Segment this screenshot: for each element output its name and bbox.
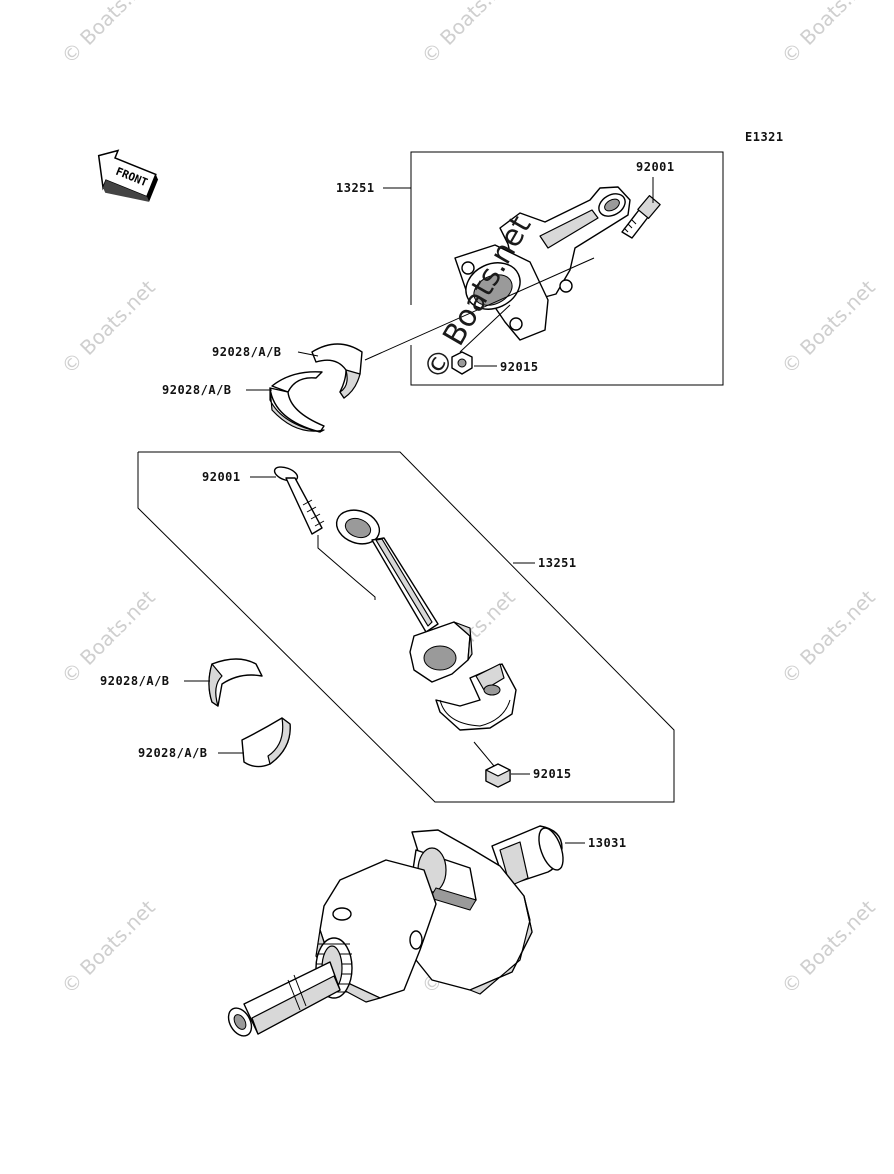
bearing-shell-upper-1 [311,343,363,399]
crankshaft [227,825,564,1037]
bearing-shell-upper-2 [269,371,325,433]
watermark: © Boats.net [777,895,880,998]
watermark: © Boats.net [57,0,160,69]
lower-rod-assembly: 13251 92001 [137,451,675,803]
watermark: © Boats.net [777,585,880,688]
upper-assembly-frame [410,151,724,386]
diagram-code: E1321 [745,130,784,144]
watermark: © Boats.net [57,895,160,998]
lower-assembly-frame [137,451,675,803]
label-nut-lower: 92015 [533,767,572,781]
label-rod-assy-lower: 13251 [538,556,577,570]
watermark: © Boats.net [417,0,520,69]
upper-rod-assembly: 13251 92001 [336,151,724,386]
bolt-lower [273,466,325,535]
label-bearing-lower-1: 92028/A/B [100,674,170,688]
label-bolt-lower: 92001 [202,470,241,484]
label-bearing-upper-2: 92028/A/B [162,383,232,397]
label-bearing-lower-2: 92028/A/B [138,746,208,760]
bearing-shell-lower-1 [208,658,263,707]
connecting-rod-lower [335,509,473,683]
label-rod-assy-upper: 13251 [336,181,375,195]
label-nut-upper: 92015 [500,360,539,374]
watermark: © Boats.net [777,0,880,69]
label-crankshaft: 13031 [588,836,627,850]
bolt-upper [621,195,661,239]
rod-cap-lower [435,663,517,731]
watermark: © Boats.net [57,275,160,378]
label-bolt-upper: 92001 [636,160,675,174]
nut-upper [451,351,473,375]
watermark: © Boats.net [777,275,880,378]
nut-lower [485,763,511,788]
front-arrow-icon: FRONT [97,149,159,202]
connecting-rod-upper [454,186,631,341]
bearing-shell-lower-2 [241,717,291,768]
label-bearing-upper-1: 92028/A/B [212,345,282,359]
